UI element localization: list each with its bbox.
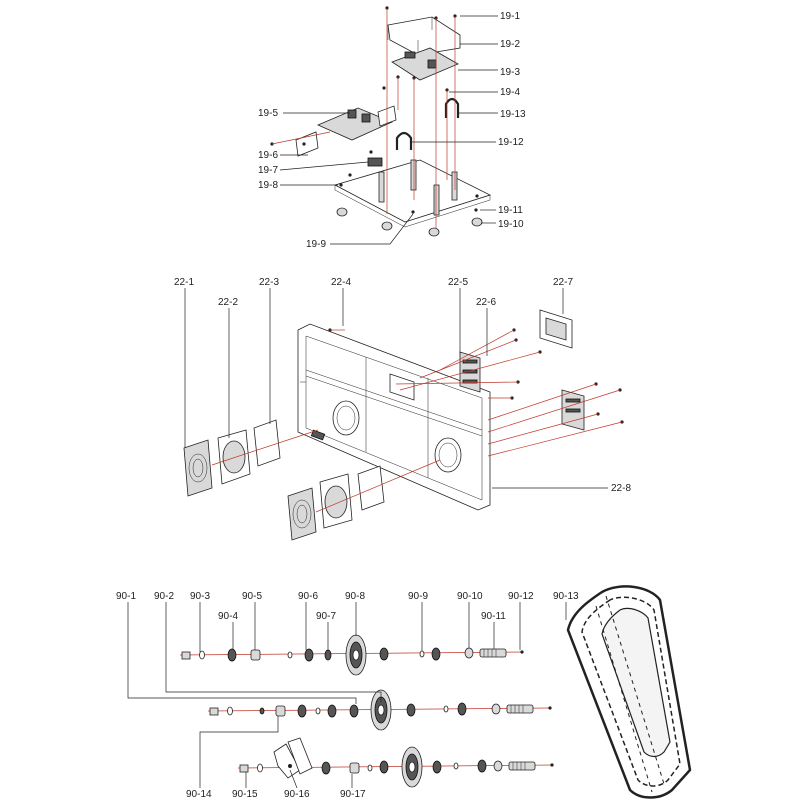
- side-bracket: [295, 131, 319, 157]
- label-90-7: 90-7: [316, 611, 336, 622]
- label-90-2: 90-2: [154, 591, 174, 602]
- label-22-7: 22-7: [553, 277, 573, 288]
- fan-guard: [183, 439, 213, 497]
- label-90-12: 90-12: [508, 591, 534, 602]
- label-19-9: 19-9: [306, 239, 326, 250]
- filter-plate: [253, 419, 281, 467]
- standoff: [451, 171, 458, 201]
- label-19-3: 19-3: [500, 67, 520, 78]
- wheel-row-1: [181, 634, 524, 676]
- pivot-bracket: [273, 743, 301, 779]
- standoff: [433, 184, 440, 216]
- axle-shaft: [508, 761, 536, 771]
- rubber-foot: [336, 207, 348, 217]
- label-19-10: 19-10: [498, 219, 524, 230]
- label-22-6: 22-6: [476, 297, 496, 308]
- connector: [367, 157, 383, 167]
- label-19-1: 19-1: [500, 11, 520, 22]
- label-22-2: 22-2: [218, 297, 238, 308]
- label-90-17: 90-17: [340, 789, 366, 800]
- axle-shaft: [506, 704, 534, 714]
- label-90-5: 90-5: [242, 591, 262, 602]
- u-bolt: [395, 131, 413, 150]
- label-19-8: 19-8: [258, 180, 278, 191]
- label-19-11: 19-11: [498, 205, 523, 216]
- standoff: [410, 159, 417, 191]
- label-90-9: 90-9: [408, 591, 428, 602]
- control-module: [316, 107, 394, 141]
- label-22-1: 22-1: [174, 277, 194, 288]
- label-90-6: 90-6: [298, 591, 318, 602]
- label-90-15: 90-15: [232, 789, 258, 800]
- label-90-10: 90-10: [457, 591, 483, 602]
- top-cover: [387, 16, 461, 56]
- label-22-4: 22-4: [331, 277, 351, 288]
- assembly-22: 22-1 22-2 22-3 22-4 22-5 22-6 22-7 22-8: [174, 277, 631, 541]
- label-19-7: 19-7: [258, 165, 278, 176]
- label-22-3: 22-3: [259, 277, 279, 288]
- rubber-track: [566, 585, 692, 799]
- label-90-8: 90-8: [345, 591, 365, 602]
- label-19-4: 19-4: [500, 87, 520, 98]
- label-19-6: 19-6: [258, 150, 278, 161]
- label-90-14: 90-14: [186, 789, 212, 800]
- fan-guard: [287, 487, 317, 541]
- label-90-11: 90-11: [481, 611, 506, 622]
- label-90-16: 90-16: [284, 789, 310, 800]
- wheel-row-2: [209, 689, 552, 731]
- filter-plate: [357, 465, 385, 511]
- standoff: [378, 171, 385, 203]
- rubber-foot: [428, 227, 440, 237]
- label-22-8: 22-8: [611, 483, 631, 494]
- label-19-5: 19-5: [258, 108, 278, 119]
- assembly-90: 90-1 90-2 90-3 90-4 90-5 90-6 90-7 90-8 …: [116, 585, 692, 800]
- assembly-19: 19-1 19-2 19-3 19-4 19-13 19-5 19-12 19-…: [258, 6, 526, 250]
- rubber-foot: [381, 221, 393, 231]
- axle-shaft: [479, 648, 507, 658]
- label-19-12: 19-12: [498, 137, 524, 148]
- label-22-5: 22-5: [448, 277, 468, 288]
- label-90-13: 90-13: [553, 591, 579, 602]
- rubber-foot: [471, 217, 483, 227]
- circuit-board: [391, 47, 459, 81]
- label-90-4: 90-4: [218, 611, 238, 622]
- label-19-13: 19-13: [500, 109, 526, 120]
- wheel-row-3: [239, 737, 554, 788]
- u-bolt: [444, 97, 460, 118]
- label-90-1: 90-1: [116, 591, 136, 602]
- label-19-2: 19-2: [500, 39, 520, 50]
- label-90-3: 90-3: [190, 591, 210, 602]
